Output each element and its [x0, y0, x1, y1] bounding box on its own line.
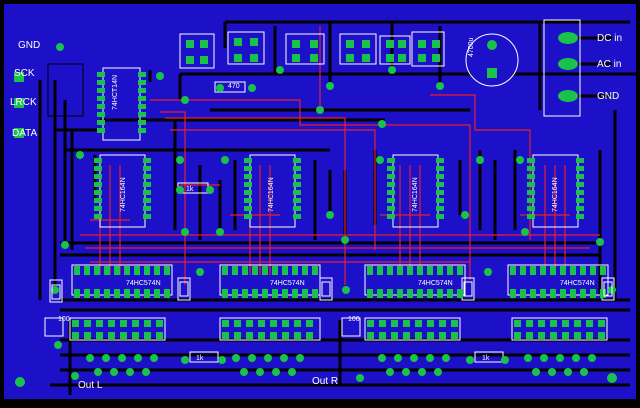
shift-ic-4-label: 74HC164N: [552, 177, 559, 212]
pads: [14, 32, 617, 387]
silkscreen: [44, 19, 615, 363]
component-bodies: [51, 281, 613, 300]
sck-label: SCK: [14, 68, 35, 79]
dc-in-label: DC in: [597, 33, 623, 44]
ac-in-label: AC in: [597, 59, 622, 70]
out-l-label: Out L: [78, 380, 103, 391]
gnd-left-label: GND: [18, 40, 41, 51]
shift-ic-1-label: 74HC164N: [120, 177, 127, 212]
bottom-layer-traces: [38, 20, 640, 395]
lrck-label: LRCK: [10, 97, 37, 108]
out-r-label: Out R: [312, 376, 339, 387]
data-label: DATA: [12, 128, 38, 139]
gnd-right-label: GND: [597, 91, 620, 102]
shift-ic-3-label: 74HC164N: [412, 177, 419, 212]
dac-ic-2-label: 74HC574N: [270, 280, 305, 287]
resistor-1k-right-label: 1k: [482, 355, 490, 362]
resistor-470-label: 470: [228, 83, 240, 90]
dac-ic-3-label: 74HC574N: [418, 280, 453, 287]
cap-4700u-label: 4700u: [468, 37, 475, 57]
dac-ic-1-label: 74HC574N: [126, 280, 161, 287]
logic-ic-label: 74HCT14N: [112, 74, 119, 110]
cap-4700u-body: [467, 35, 517, 85]
top-layer-traces: [80, 26, 600, 285]
resistor-100-right-label: 100: [348, 316, 360, 323]
resistor-1k-left-label: 1k: [196, 355, 204, 362]
dac-ic-4-label: 74HC574N: [560, 280, 595, 287]
shift-ic-2-label: 74HC164N: [268, 177, 275, 212]
resistor-100-left-label: 100: [58, 316, 70, 323]
resistor-1k-mid-label: 1k: [186, 186, 194, 193]
